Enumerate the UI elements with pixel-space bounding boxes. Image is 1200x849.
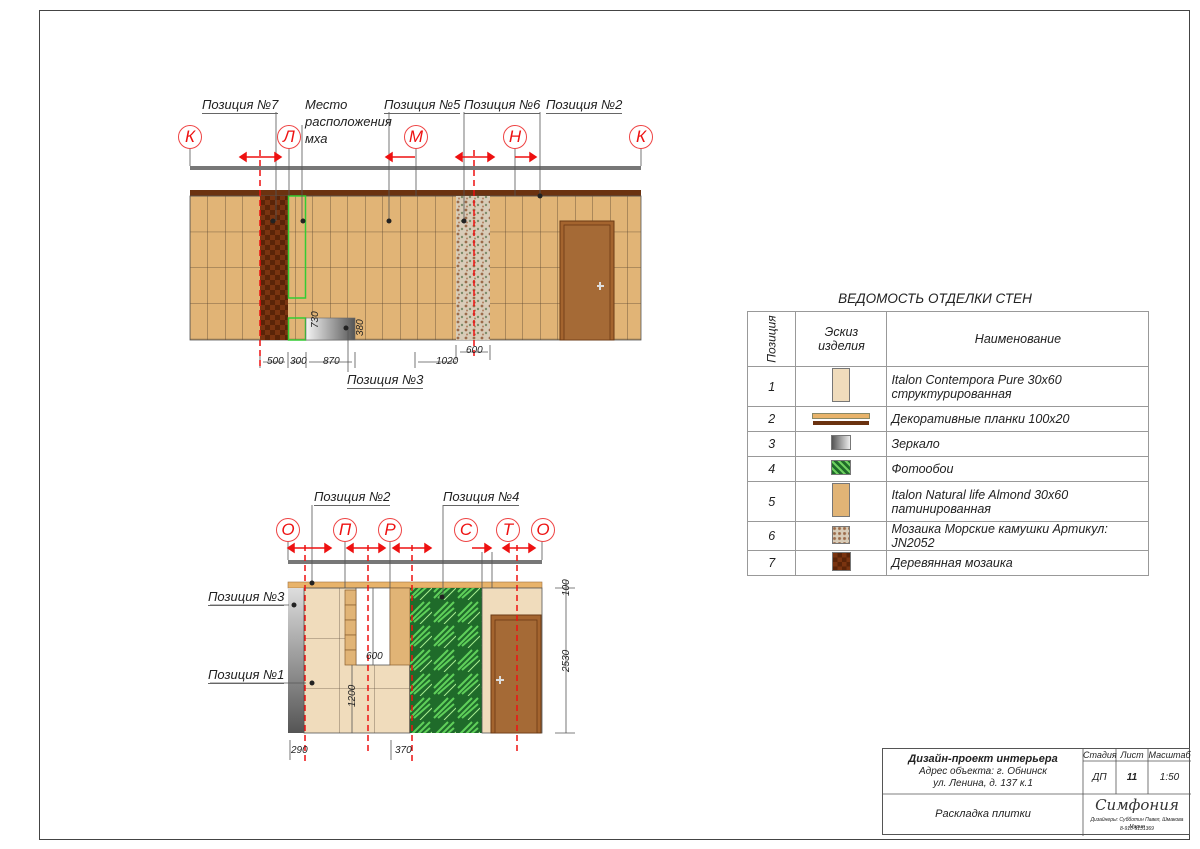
label-position-1: Позиция №1 bbox=[208, 667, 285, 684]
title-block: Дизайн-проект интерьера Адрес объекта: г… bbox=[882, 748, 1191, 836]
swatch-wood-mosaic bbox=[831, 552, 851, 571]
schedule-title: ВЕДОМОСТЬ ОТДЕЛКИ СТЕН bbox=[838, 291, 1032, 306]
header-position: Позиция bbox=[764, 315, 779, 363]
table-row: 4 Фотообои bbox=[746, 456, 1150, 482]
row-name: Деревянная мозаика bbox=[886, 550, 1150, 576]
label-moss-line1: Место bbox=[305, 97, 348, 112]
dimension-2530: 2530 bbox=[561, 649, 572, 672]
dimension-600: 600 bbox=[466, 345, 483, 356]
address-line2: ул. Ленина, д. 137 к.1 bbox=[933, 778, 1033, 789]
row-position: 6 bbox=[746, 521, 797, 551]
dimension-730: 730 bbox=[310, 311, 321, 328]
dimension-500: 500 bbox=[267, 356, 284, 367]
company-logo: Симфония bbox=[1095, 796, 1179, 814]
stage-value: ДП bbox=[1092, 772, 1107, 783]
label-position-3: Позиция №3 bbox=[347, 372, 424, 389]
label-position-6: Позиция №6 bbox=[464, 97, 541, 114]
section-marker: Р bbox=[378, 518, 402, 542]
header-name: Наименование bbox=[886, 311, 1150, 367]
section-marker: О bbox=[531, 518, 555, 542]
row-name-line2: патинированная bbox=[891, 501, 991, 516]
title-block-grid bbox=[883, 749, 1191, 836]
designers-phone: 8-910-9131369 bbox=[1120, 826, 1154, 832]
dimension-370: 370 bbox=[395, 745, 412, 756]
label-position-4: Позиция №4 bbox=[443, 489, 520, 506]
section-marker: К bbox=[178, 125, 202, 149]
section-marker: К bbox=[629, 125, 653, 149]
swatch-tile-pure bbox=[832, 368, 851, 402]
dimension-100: 100 bbox=[561, 579, 572, 596]
drawing-frame bbox=[39, 10, 1190, 840]
row-name: Декоративные планки 100x20 bbox=[886, 406, 1150, 432]
label-moss-line3: мха bbox=[305, 131, 328, 146]
table-row: 7 Деревянная мозаика bbox=[746, 550, 1150, 576]
section-marker: С bbox=[454, 518, 478, 542]
swatch-plank-dark bbox=[813, 421, 870, 425]
dimension-870: 870 bbox=[323, 356, 340, 367]
row-name: Фотообои bbox=[886, 456, 1150, 482]
table-row: 6 Мозаика Морские камушки Артикул: JN205… bbox=[746, 521, 1150, 551]
finish-schedule-table: Позиция Эскиз изделия Наименование 1 Ita… bbox=[746, 311, 1150, 576]
sheet-label: Лист bbox=[1120, 750, 1144, 760]
row-position: 4 bbox=[746, 456, 797, 482]
row-position: 1 bbox=[746, 366, 797, 407]
label-position-2: Позиция №2 bbox=[314, 489, 391, 506]
label-position-2: Позиция №2 bbox=[546, 97, 623, 114]
header-sketch: Эскиз изделия bbox=[795, 311, 888, 367]
swatch-tile-almond bbox=[832, 483, 851, 517]
sheet-value: 11 bbox=[1126, 772, 1138, 783]
dimension-1020: 1020 bbox=[436, 356, 459, 367]
row-position: 3 bbox=[746, 431, 797, 457]
project-title: Дизайн-проект интерьера bbox=[908, 753, 1058, 765]
swatch-mirror bbox=[831, 435, 852, 450]
dimension-380: 380 bbox=[355, 319, 366, 336]
swatch-photowall bbox=[831, 460, 852, 475]
table-row: 2 Декоративные планки 100x20 bbox=[746, 406, 1150, 432]
row-name-line1: Italon Contempora Pure 30x60 bbox=[891, 372, 1062, 387]
label-position-5: Позиция №5 bbox=[384, 97, 461, 114]
designers-credit: Дизайнеры: Субботин Павел, Шмакова Мария bbox=[1090, 817, 1184, 830]
section-marker: М bbox=[404, 125, 428, 149]
dimension-290: 290 bbox=[291, 745, 308, 756]
sheet-title: Раскладка плитки bbox=[935, 808, 1031, 820]
table-row: 3 Зеркало bbox=[746, 431, 1150, 457]
section-marker: Т bbox=[496, 518, 520, 542]
dimension-600: 600 bbox=[366, 651, 383, 662]
label-position-7: Позиция №7 bbox=[202, 97, 279, 114]
row-position: 7 bbox=[746, 550, 797, 576]
row-name: Зеркало bbox=[886, 431, 1150, 457]
dimension-1200: 1200 bbox=[347, 684, 358, 707]
table-header-row: Позиция Эскиз изделия Наименование bbox=[746, 311, 1150, 367]
address-line1: Адрес объекта: г. Обнинск bbox=[919, 766, 1047, 777]
row-name-line1: Italon Natural life Almond 30x60 bbox=[891, 487, 1069, 502]
label-moss-line2: расположения bbox=[305, 114, 392, 129]
scale-label: Масштаб bbox=[1148, 750, 1191, 760]
row-position: 2 bbox=[746, 406, 797, 432]
section-marker: П bbox=[333, 518, 357, 542]
row-name-line2: структурированная bbox=[891, 386, 1012, 401]
label-position-3: Позиция №3 bbox=[208, 589, 285, 606]
row-name: Мозаика Морские камушки Артикул: JN2052 bbox=[886, 521, 1150, 551]
section-marker: О bbox=[276, 518, 300, 542]
stage-label: Стадия bbox=[1083, 750, 1117, 760]
swatch-pebble-mosaic bbox=[832, 525, 851, 544]
section-marker: Л bbox=[277, 125, 301, 149]
section-marker: Н bbox=[503, 125, 527, 149]
dimension-300: 300 bbox=[290, 356, 307, 367]
swatch-plank-light bbox=[812, 413, 871, 419]
scale-value: 1:50 bbox=[1159, 772, 1180, 783]
row-position: 5 bbox=[746, 481, 797, 522]
